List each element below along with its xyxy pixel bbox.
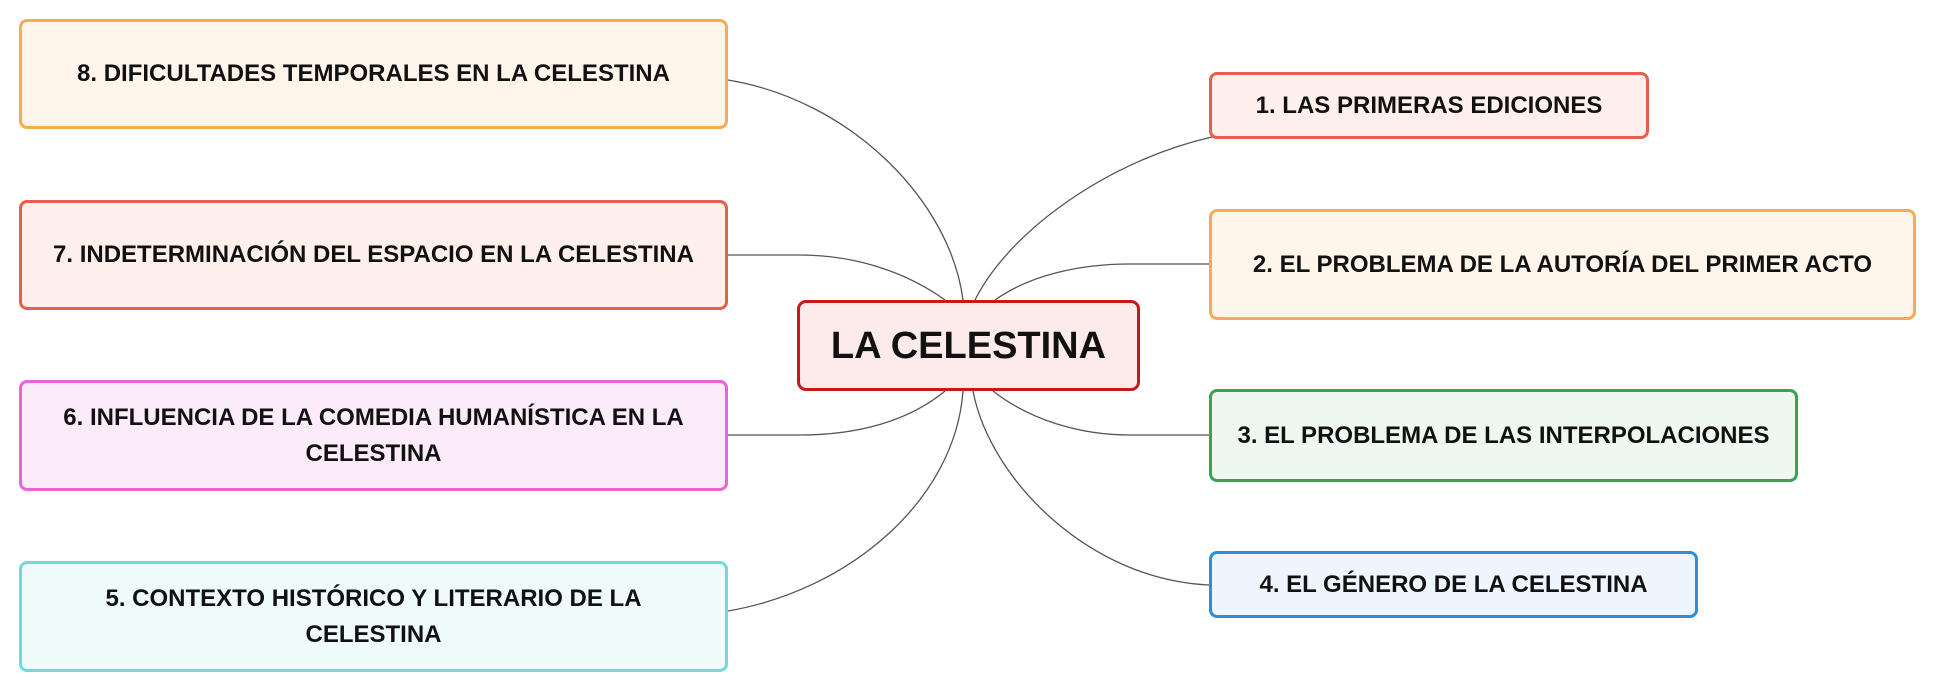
topic-label: 8. DIFICULTADES TEMPORALES EN LA CELESTI… <box>77 60 670 87</box>
topic-label: 3. EL PROBLEMA DE LAS INTERPOLACIONES <box>1237 421 1770 449</box>
connector-n8 <box>727 79 964 301</box>
topic-label: 7. INDETERMINACIÓN DEL ESPACIO EN LA CEL… <box>53 241 694 268</box>
topic-label: 1. LAS PRIMERAS EDICIONES <box>1255 91 1603 119</box>
central-topic[interactable]: LA CELESTINA <box>797 300 1140 391</box>
topic-3-problema-interpolaciones[interactable]: 3. EL PROBLEMA DE LAS INTERPOLACIONES <box>1209 389 1798 482</box>
topic-label: 6. INFLUENCIA DE LA COMEDIA HUMANÍSTICA … <box>63 403 684 467</box>
topic-label: 5. CONTEXTO HISTÓRICO Y LITERARIO DE LA … <box>105 584 642 648</box>
topic-7-indeterminacion-espacio[interactable]: 7. INDETERMINACIÓN DEL ESPACIO EN LA CEL… <box>19 200 728 310</box>
connector-n1 <box>974 136 1213 301</box>
connector-n3 <box>992 390 1209 436</box>
connector-n6 <box>728 390 946 436</box>
connector-n4 <box>972 390 1210 586</box>
topic-2-problema-autoria[interactable]: 2. EL PROBLEMA DE LA AUTORÍA DEL PRIMER … <box>1209 209 1916 320</box>
topic-label: 4. EL GÉNERO DE LA CELESTINA <box>1259 570 1648 598</box>
connector-n5 <box>727 390 964 612</box>
topic-5-contexto-historico[interactable]: 5. CONTEXTO HISTÓRICO Y LITERARIO DE LA … <box>19 561 728 672</box>
topic-6-influencia-comedia-humanistica[interactable]: 6. INFLUENCIA DE LA COMEDIA HUMANÍSTICA … <box>19 380 728 491</box>
topic-1-primeras-ediciones[interactable]: 1. LAS PRIMERAS EDICIONES <box>1209 72 1649 139</box>
connector-n7 <box>728 254 946 301</box>
connector-n2 <box>994 263 1209 301</box>
central-topic-label: LA CELESTINA <box>830 324 1107 367</box>
topic-4-genero-celestina[interactable]: 4. EL GÉNERO DE LA CELESTINA <box>1209 551 1698 618</box>
topic-8-dificultades-temporales[interactable]: 8. DIFICULTADES TEMPORALES EN LA CELESTI… <box>19 19 728 129</box>
topic-label: 2. EL PROBLEMA DE LA AUTORÍA DEL PRIMER … <box>1252 250 1873 278</box>
